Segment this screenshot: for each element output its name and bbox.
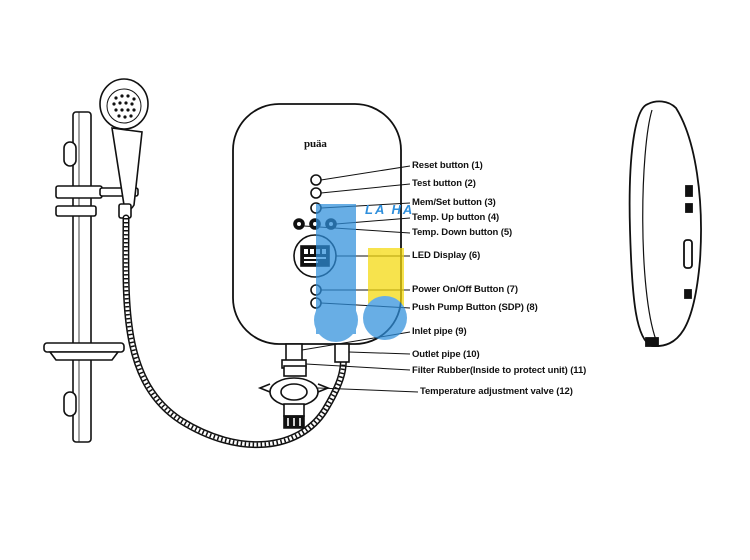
label-inlet: Inlet pipe (9) (412, 326, 467, 337)
inlet-pipe (281, 343, 307, 369)
watermark-text: LA HA (365, 202, 415, 217)
label-memset: Mem/Set button (3) (412, 197, 496, 208)
label-test: Test button (2) (412, 178, 476, 189)
label-temp-up: Temp. Up button (4) (412, 212, 500, 223)
label-power: Power On/Off Button (7) (412, 284, 518, 295)
label-led: LED Display (6) (412, 250, 481, 261)
outlet-pipe (334, 343, 350, 363)
label-valve: Temperature adjustment valve (12) (420, 386, 573, 397)
label-filter: Filter Rubber(Inside to protect unit) (1… (412, 365, 587, 376)
soap-dish (43, 342, 125, 361)
label-pump: Push Pump Button (SDP) (8) (412, 302, 538, 313)
brand-logo: puäa (304, 138, 327, 150)
heater-side-view (628, 100, 702, 347)
label-temp-down: Temp. Down button (5) (412, 227, 513, 238)
watermark-logo (314, 204, 407, 342)
test-button (310, 187, 322, 199)
hand-shower-head (99, 78, 149, 219)
shower-rail (63, 111, 92, 443)
label-outlet: Outlet pipe (10) (412, 349, 480, 360)
shower-hose (122, 214, 347, 449)
temperature-valve (257, 365, 331, 429)
reset-button (310, 174, 322, 186)
label-reset: Reset button (1) (412, 160, 483, 171)
